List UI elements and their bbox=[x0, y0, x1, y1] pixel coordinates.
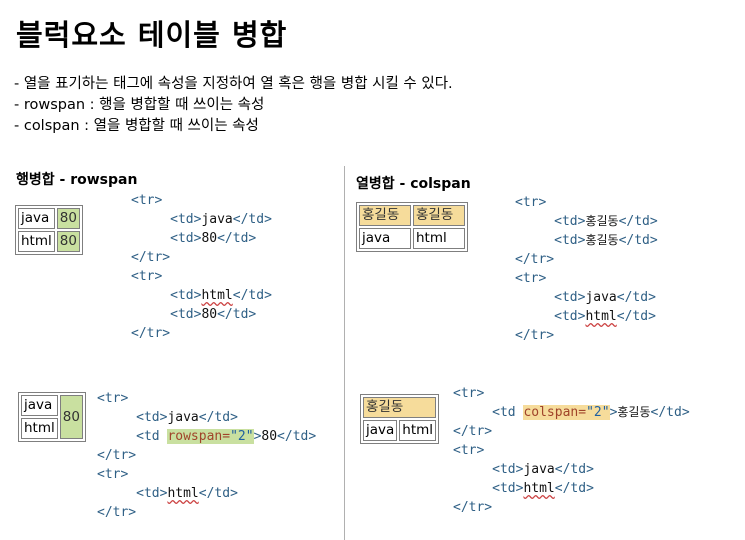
table-cell: html bbox=[18, 231, 55, 252]
code-value: java bbox=[167, 410, 199, 425]
colspan-heading: 열병합 - colspan bbox=[356, 176, 471, 192]
code-tr-open: <tr> bbox=[453, 443, 485, 458]
rowspan-after-code: <tr> <td>java</td> <td rowspan="2">80</t… bbox=[97, 391, 317, 520]
colspan-before-table: 홍길동 홍길동 java html bbox=[356, 202, 468, 252]
table-row: html bbox=[21, 418, 83, 439]
table-cell: java bbox=[359, 228, 411, 249]
table-cell: html bbox=[399, 420, 437, 441]
code-tr-open: <tr> bbox=[97, 467, 129, 482]
bullet-rowspan: - rowspan : 행을 병합할 때 쓰이는 속성 bbox=[14, 97, 265, 113]
code-value: java bbox=[523, 462, 555, 477]
code-tr-close: </tr> bbox=[131, 326, 171, 341]
colspan-after-code: <tr> <td colspan="2">홍길동</td> </tr> <tr>… bbox=[453, 386, 690, 515]
table-cell: java bbox=[363, 420, 398, 441]
table-cell: java bbox=[18, 208, 55, 229]
rowspan-heading: 행병합 - rowspan bbox=[16, 172, 138, 188]
code-tr-close: </tr> bbox=[453, 424, 493, 439]
table-row: java 80 bbox=[18, 208, 80, 229]
colspan-after-table: 홍길동 java html bbox=[360, 394, 440, 444]
code-tr-open: <tr> bbox=[97, 391, 129, 406]
table-row: 홍길동 홍길동 bbox=[359, 205, 465, 226]
code-tr-open: <tr> bbox=[131, 269, 163, 284]
code-value: java bbox=[201, 212, 233, 227]
code-tr-close: </tr> bbox=[97, 448, 137, 463]
section-divider bbox=[344, 166, 345, 540]
table-cell: 80 bbox=[56, 231, 80, 252]
code-value: 80 bbox=[261, 429, 278, 444]
code-value: html bbox=[201, 288, 233, 303]
code-tr-open: <tr> bbox=[515, 271, 547, 286]
colspan-before-code: <tr> <td>홍길동</td> <td>홍길동</td> </tr> <tr… bbox=[515, 195, 658, 343]
code-tr-close: </tr> bbox=[515, 252, 555, 267]
code-value: 80 bbox=[201, 231, 218, 246]
code-value: 80 bbox=[201, 307, 218, 322]
table-row: java html bbox=[363, 420, 437, 441]
code-value: java bbox=[585, 290, 617, 305]
merged-cell: 80 bbox=[59, 395, 83, 439]
code-value: 홍길동 bbox=[617, 405, 651, 419]
table-cell: html bbox=[21, 418, 58, 439]
rowspan-before-table: java 80 html 80 bbox=[15, 205, 83, 255]
bullet-merge-attribute: - 열을 표기하는 태그에 속성을 지정하여 열 혹은 행을 병합 시킬 수 있… bbox=[14, 76, 453, 92]
colspan-attribute-highlight: colspan="2" bbox=[523, 405, 610, 420]
code-value: 홍길동 bbox=[585, 233, 619, 247]
code-tr-close: </tr> bbox=[97, 505, 137, 520]
code-tr-open: <tr> bbox=[453, 386, 485, 401]
rowspan-before-code: <tr> <td>java</td> <td>80</td> </tr> <tr… bbox=[131, 193, 272, 341]
description-list: - 열을 표기하는 태그에 속성을 지정하여 열 혹은 행을 병합 시킬 수 있… bbox=[14, 74, 453, 137]
code-value: html bbox=[167, 486, 199, 501]
table-row: java html bbox=[359, 228, 465, 249]
table-cell: html bbox=[413, 228, 465, 249]
table-cell: 홍길동 bbox=[359, 205, 411, 226]
code-value: html bbox=[585, 309, 617, 324]
page-title: 블럭요소 테이블 병합 bbox=[16, 18, 288, 52]
code-tr-close: </tr> bbox=[453, 500, 493, 515]
table-cell: java bbox=[21, 395, 58, 416]
table-row: java 80 bbox=[21, 395, 83, 439]
bullet-colspan: - colspan : 열을 병합할 때 쓰이는 속성 bbox=[14, 118, 259, 134]
table-row: 홍길동 bbox=[363, 397, 437, 418]
table-cell: 홍길동 bbox=[413, 205, 465, 226]
rowspan-attribute-highlight: rowspan="2" bbox=[167, 429, 254, 444]
merged-cell: 홍길동 bbox=[363, 397, 437, 418]
code-tr-open: <tr> bbox=[131, 193, 163, 208]
rowspan-after-table: java 80 html bbox=[18, 392, 86, 442]
code-tr-close: </tr> bbox=[131, 250, 171, 265]
table-row: html 80 bbox=[18, 231, 80, 252]
code-tr-close: </tr> bbox=[515, 328, 555, 343]
code-tr-open: <tr> bbox=[515, 195, 547, 210]
code-value: 홍길동 bbox=[585, 214, 619, 228]
table-cell: 80 bbox=[56, 208, 80, 229]
code-value: html bbox=[523, 481, 555, 496]
